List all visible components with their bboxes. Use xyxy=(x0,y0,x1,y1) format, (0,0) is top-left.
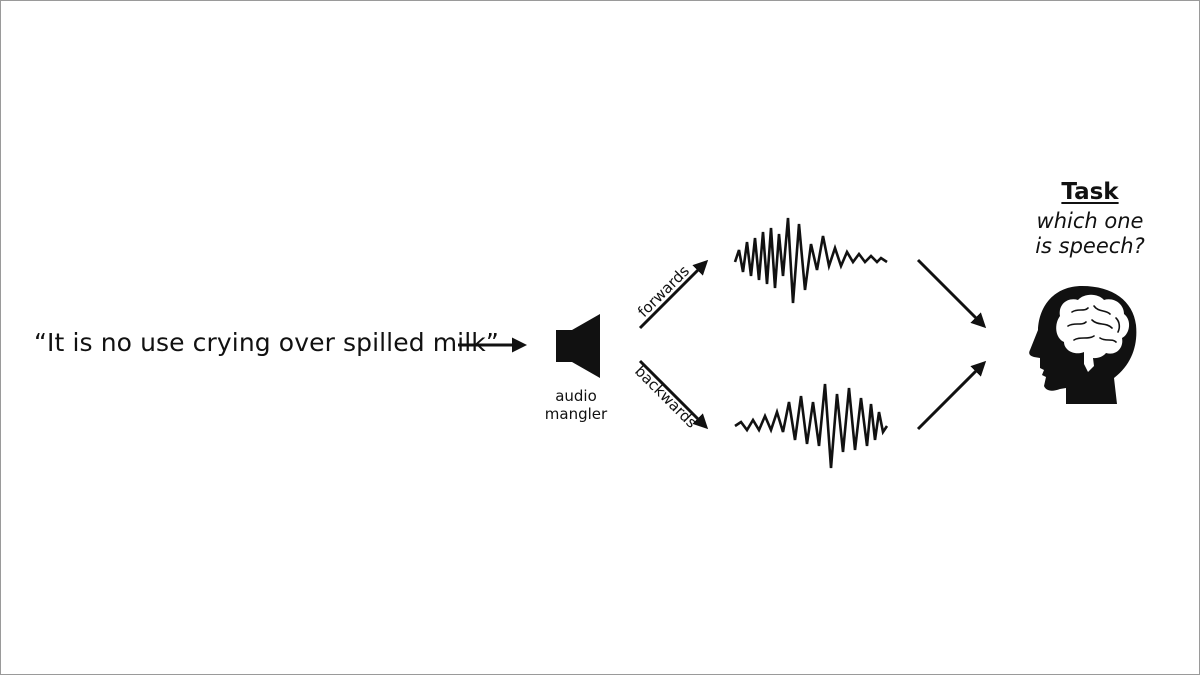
task-title: Task xyxy=(1061,179,1119,205)
waveform-forward-icon xyxy=(733,217,888,304)
forwards-arrow xyxy=(638,259,709,330)
backwards-label: backwards xyxy=(631,362,701,432)
task-block: Task which one is speech? xyxy=(1010,178,1170,259)
task-question-line2: is speech? xyxy=(1035,234,1145,258)
speaker-icon xyxy=(556,314,600,378)
speaker-label-line1: audio xyxy=(555,387,597,405)
task-question-line1: which one xyxy=(1036,209,1144,233)
waveform-backward-icon xyxy=(734,383,889,469)
source-quote: “It is no use crying over spilled milk” xyxy=(34,328,499,357)
speaker-label: audio mangler xyxy=(536,387,616,423)
task-question: which one is speech? xyxy=(1010,209,1170,259)
forwards-label: forwards xyxy=(634,262,693,321)
backwards-arrow xyxy=(638,359,709,430)
head-brain-icon xyxy=(1029,286,1137,404)
speaker-label-line2: mangler xyxy=(544,405,608,423)
forward-to-head-arrow xyxy=(916,258,987,329)
backward-to-head-arrow xyxy=(916,360,987,431)
